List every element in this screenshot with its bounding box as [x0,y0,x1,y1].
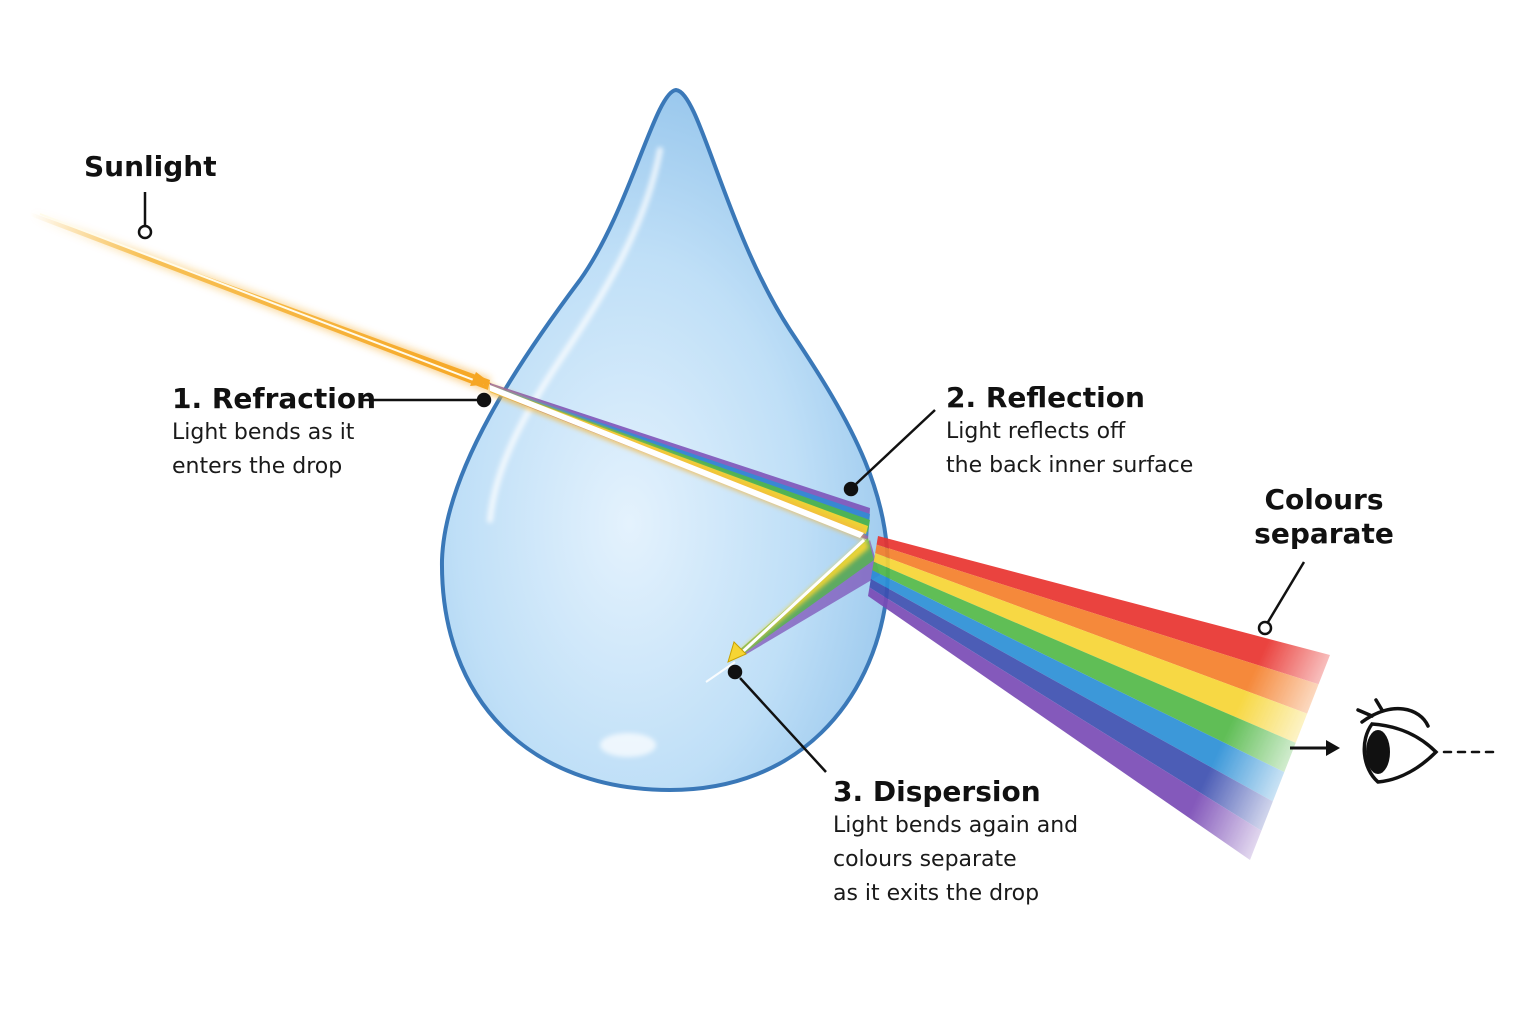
colours-marker [1257,620,1273,636]
refraction-description: Light bends as it enters the drop [172,416,376,484]
dispersion-line: Light bends again and [833,813,1079,838]
sunlight-marker [137,224,153,240]
dispersion-line: colours separate [833,847,1017,872]
refraction-title: 1. Refraction [172,382,377,415]
sunlight-arrowhead [470,372,492,386]
spectrum-band [873,553,1308,743]
reflection-leader [855,409,936,485]
colours-line: separate [1254,517,1394,550]
reflected-arrowhead [727,641,747,663]
drop-bottom-glint [600,733,656,757]
colours-callout: Colours separate [1244,483,1404,551]
dispersion-leader [739,677,827,773]
spectrum-fan [868,536,1330,860]
refraction-line: Light bends as it [172,420,355,445]
reflection-title: 2. Reflection [946,381,1145,414]
reflection-line: Light reflects off [946,419,1126,444]
eye-icon [1356,698,1502,784]
water-drop [439,87,890,793]
colours-line: Colours [1264,483,1384,516]
reflected-beam [705,538,880,683]
refraction-marker [476,392,492,408]
spectrum-band [870,570,1285,802]
sunlight-beam [30,210,492,392]
reflection-description: Light reflects off the back inner surfac… [946,415,1193,483]
reflection-marker [843,481,859,497]
spectrum-band [872,561,1296,773]
sunlight-label: Sunlight [84,150,217,183]
spectrum-band [869,578,1273,831]
dispersion-title: 3. Dispersion [833,775,1041,808]
spectrum-band [876,536,1330,685]
dispersion-description: Light bends again and colours separate a… [833,809,1078,911]
leader-lines [137,192,1306,773]
reflection-callout: 2. Reflection Light reflects off the bac… [946,381,1193,483]
arrow-right-icon [1290,740,1340,756]
refraction-line: enters the drop [172,454,343,479]
spectrum-band [868,587,1262,860]
dispersion-marker [727,664,743,680]
reflection-line: the back inner surface [946,453,1194,478]
drop-highlight [487,147,663,523]
colours-leader [1266,561,1306,623]
spectrum-band [875,544,1319,714]
dispersion-line: as it exits the drop [833,881,1040,906]
inner-beam [488,383,870,540]
refraction-callout: 1. Refraction Light bends as it enters t… [172,382,376,484]
dispersion-callout: 3. Dispersion Light bends again and colo… [833,775,1078,911]
